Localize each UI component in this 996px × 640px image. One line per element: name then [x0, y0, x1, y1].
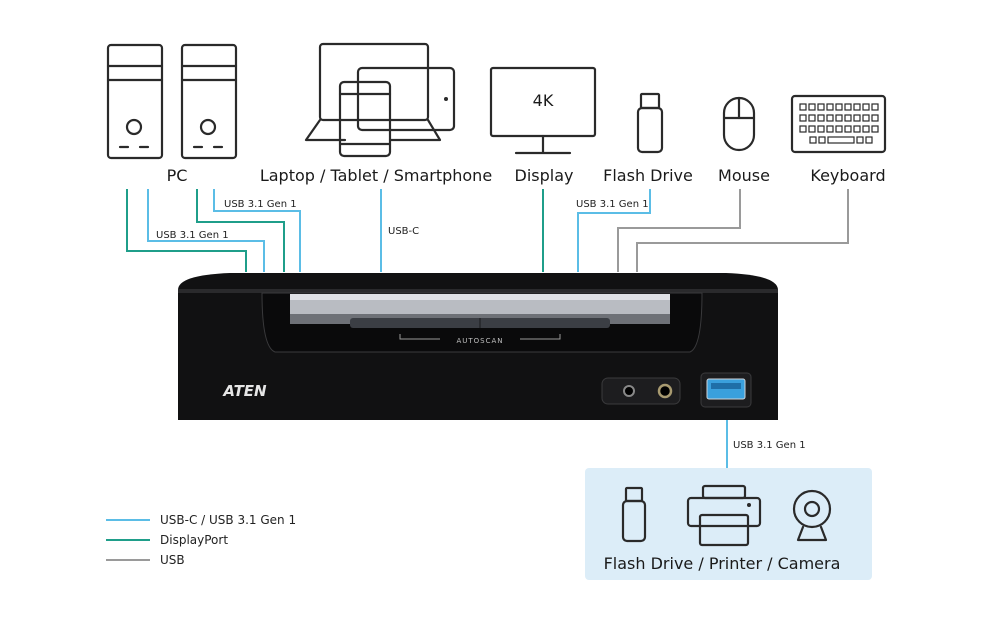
legend: USB-C / USB 3.1 Gen 1 DisplayPort USB [106, 513, 296, 567]
display-label: Display [515, 166, 574, 185]
display-resolution: 4K [533, 91, 554, 110]
pc-tower-icon [180, 43, 238, 160]
autoscan-button-label: AUTOSCAN [456, 337, 503, 345]
keyboard-label: Keyboard [810, 166, 885, 185]
pc-tower-icon [106, 43, 164, 160]
pc2-usb-label: USB 3.1 Gen 1 [224, 199, 297, 210]
wire-pc2-usb [213, 189, 301, 272]
wire-pc1-displayport [126, 189, 247, 272]
pc1-usb-label: USB 3.1 Gen 1 [156, 230, 229, 241]
flash-usb-label: USB 3.1 Gen 1 [576, 199, 649, 210]
legend-label-usb: USB [160, 553, 185, 567]
wire-pc2-displayport [196, 189, 285, 272]
laptop-usbc-label: USB-C [388, 226, 419, 237]
camera-icon [792, 489, 832, 542]
laptop-tablet-phone-icon [304, 42, 456, 158]
wire-mouse-usb [617, 189, 741, 272]
legend-label-usbc: USB-C / USB 3.1 Gen 1 [160, 513, 296, 527]
wire-keyboard-usb [636, 189, 849, 272]
flash-drive-icon [636, 92, 664, 154]
laptop-label: Laptop / Tablet / Smartphone [260, 166, 492, 185]
kvm-switch-unit [178, 273, 778, 420]
brand-logo: ATEN [222, 382, 267, 400]
flash-drive-icon [621, 486, 647, 543]
wire-pc1-usb [147, 189, 265, 272]
wires [126, 189, 849, 468]
pc-label: PC [167, 166, 188, 185]
legend-label-displayport: DisplayPort [160, 533, 228, 547]
wire-flash-usb [577, 189, 651, 272]
keyboard-icon [790, 94, 887, 154]
flash-drive-label: Flash Drive [603, 166, 693, 185]
mouse-label: Mouse [718, 166, 770, 185]
printer-icon [686, 484, 762, 547]
front-usb-label: USB 3.1 Gen 1 [733, 440, 806, 451]
monitor-icon [489, 66, 597, 155]
peripheral-label: Flash Drive / Printer / Camera [604, 554, 841, 573]
mouse-icon [722, 96, 756, 152]
